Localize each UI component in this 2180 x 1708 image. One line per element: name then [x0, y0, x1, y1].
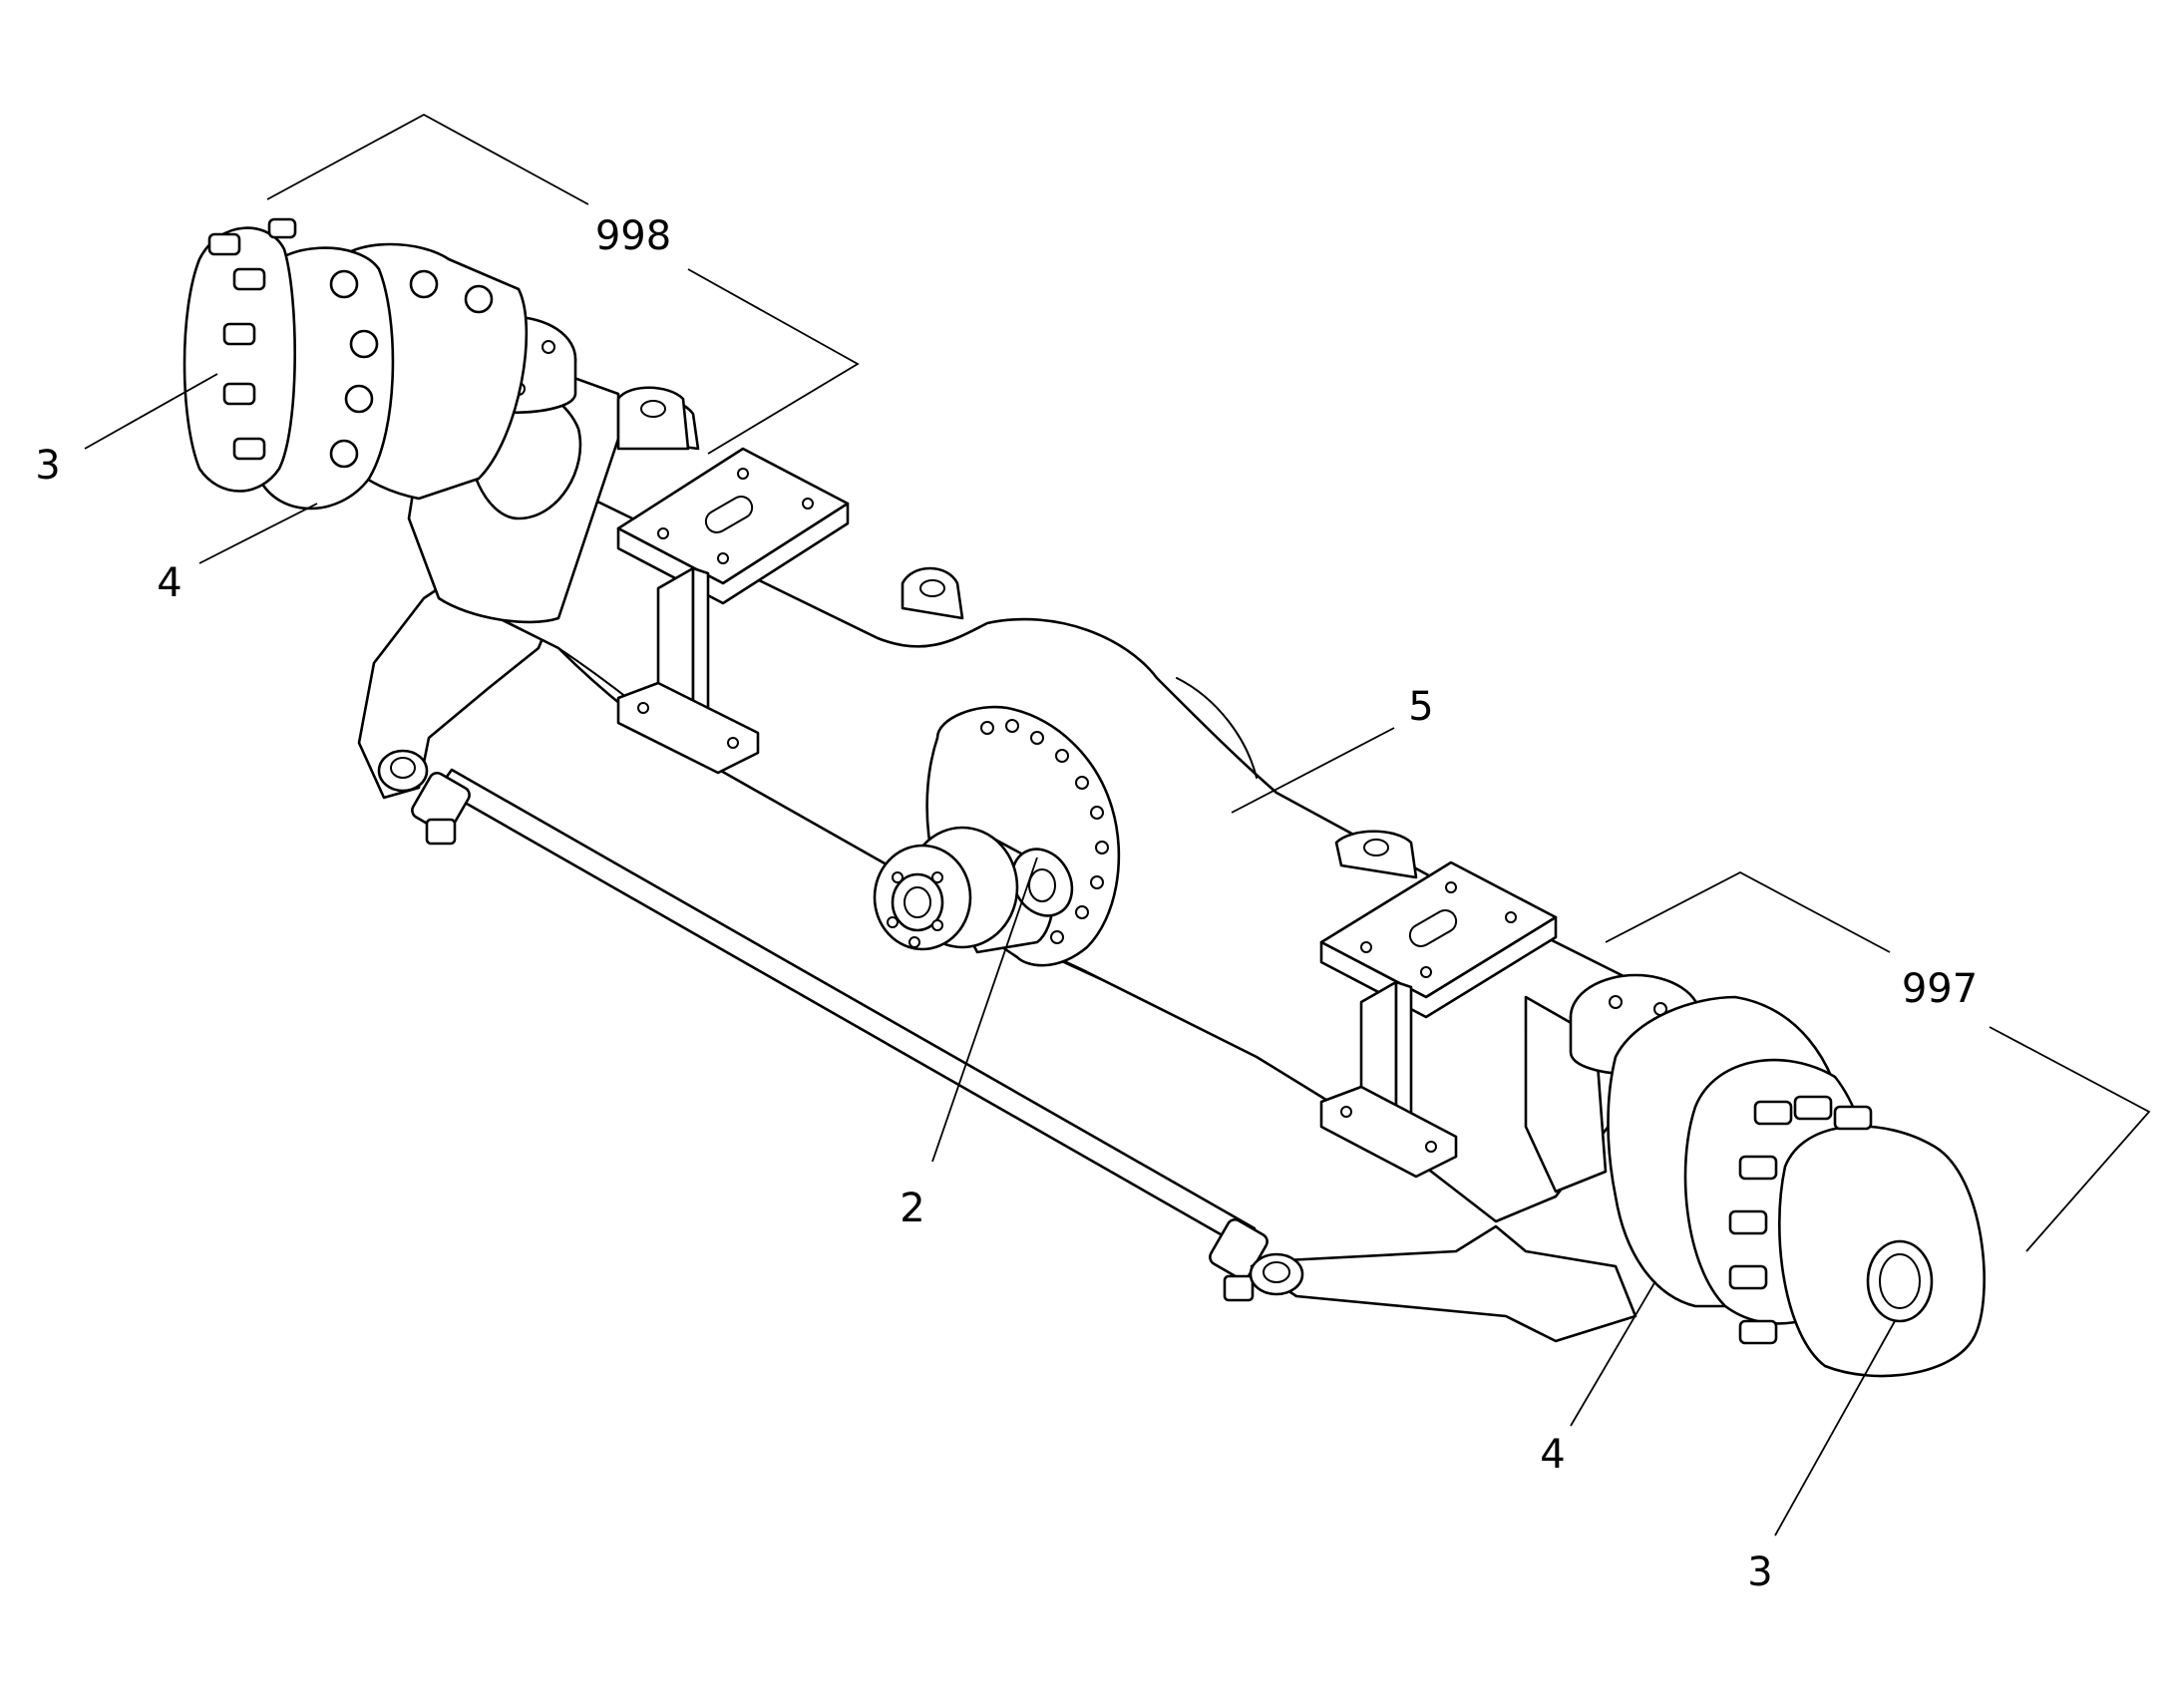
differential-carrier — [873, 705, 1121, 967]
callout-3-left: 3 — [35, 443, 60, 489]
group-bracket-997 — [1605, 870, 2151, 1252]
callout-2: 2 — [900, 1186, 924, 1231]
callout-leaders — [84, 373, 1896, 1537]
tie-rod-end-left — [411, 771, 471, 846]
wheel-studs-left — [207, 217, 297, 461]
callout-997: 997 — [1902, 966, 1978, 1012]
steering-arm-right — [1249, 1224, 1637, 1343]
hub-assembly-left — [182, 217, 690, 624]
callout-4-left: 4 — [157, 560, 182, 606]
callout-3-right: 3 — [1747, 1549, 1772, 1595]
hub-assembly-right — [1524, 973, 1986, 1378]
callout-4-right: 4 — [1540, 1432, 1565, 1478]
callout-998: 998 — [595, 213, 671, 259]
group-bracket-998 — [266, 113, 860, 455]
spring-seat-left — [616, 447, 850, 775]
callout-labels: 998 997 3 4 5 2 4 3 — [35, 213, 1978, 1595]
spring-seat-right — [1319, 860, 1558, 1179]
tie-rod — [411, 768, 1269, 1302]
hub-bolts-left — [329, 269, 494, 469]
callout-5: 5 — [1408, 684, 1433, 730]
wheel-studs-right — [1728, 1095, 1873, 1345]
